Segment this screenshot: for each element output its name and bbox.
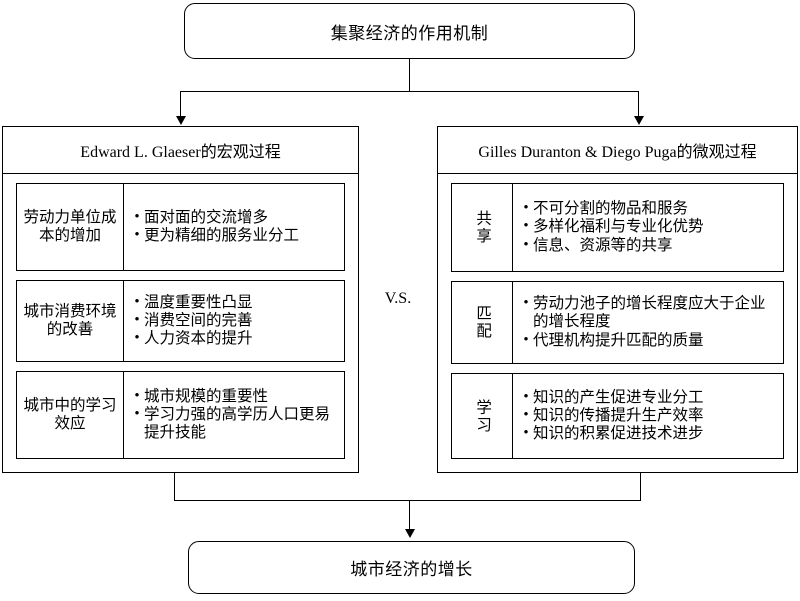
bullet-icon: •	[523, 218, 529, 235]
list-item-text: 多样化福利与专业化优势	[533, 218, 704, 236]
card-macro-1-label: 劳动力单位成本的增加	[17, 184, 124, 270]
title-box: 集聚经济的作用机制	[184, 3, 635, 59]
list-item: • 学习力强的高学历人口更易提升技能	[130, 406, 340, 442]
card-micro-3-items: • 知识的产生促进专业分工 • 知识的传播提升生产效率 • 知识的积累促进技术进…	[513, 374, 783, 458]
column-macro-header-label: Edward L. Glaeser的宏观过程	[80, 144, 281, 161]
card-macro-3-label: 城市中的学习效应	[17, 372, 124, 458]
card-micro-1-label: 共享	[452, 184, 513, 271]
list-item: • 人力资本的提升	[130, 330, 340, 348]
list-item: • 面对面的交流增多	[130, 209, 340, 227]
list-item-text: 信息、资源等的共享	[533, 236, 673, 254]
bullet-icon: •	[134, 208, 140, 225]
list-item-text: 面对面的交流增多	[144, 208, 269, 226]
card-macro-1-items: • 面对面的交流增多 • 更为精细的服务业分工	[124, 184, 344, 270]
list-item-text: 代理机构提升匹配的质量	[533, 331, 704, 349]
column-macro-header: Edward L. Glaeser的宏观过程	[3, 127, 358, 174]
list-item: • 知识的产生促进专业分工	[519, 389, 779, 407]
card-macro-2: 城市消费环境的改善 • 温度重要性凸显 • 消费空间的完善 • 人力资本的提升	[16, 280, 345, 362]
list-item-text: 城市规模的重要性	[144, 387, 269, 405]
card-macro-2-items: • 温度重要性凸显 • 消费空间的完善 • 人力资本的提升	[124, 281, 344, 361]
bullet-icon: •	[134, 293, 140, 310]
bullet-icon: •	[523, 295, 529, 312]
list-item-text: 更为精细的服务业分工	[144, 227, 300, 244]
list-item-text: 不可分割的物品和服务	[533, 200, 689, 218]
list-item: • 不可分割的物品和服务	[519, 200, 779, 218]
bullet-icon: •	[523, 200, 529, 217]
bullet-icon: •	[523, 388, 529, 405]
list-item: • 代理机构提升匹配的质量	[519, 332, 779, 350]
list-item: • 多样化福利与专业化优势	[519, 218, 779, 236]
column-macro-body: 劳动力单位成本的增加 • 面对面的交流增多 • 更为精细的服务业分工 城市消费环…	[3, 174, 358, 459]
column-micro-body: 共享 • 不可分割的物品和服务 • 多样化福利与专业化优势 • 信息、资源等的共…	[438, 174, 797, 459]
outcome-box-label: 城市经济的增长	[350, 560, 473, 579]
list-item-text: 劳动力池子的增长程度应大于企业的增长程度	[533, 295, 766, 331]
connector-top-stem	[409, 59, 411, 92]
card-micro-2: 匹配 • 劳动力池子的增长程度应大于企业的增长程度 • 代理机构提升匹配的质量	[451, 281, 784, 364]
card-micro-1: 共享 • 不可分割的物品和服务 • 多样化福利与专业化优势 • 信息、资源等的共…	[451, 183, 784, 272]
card-micro-2-items: • 劳动力池子的增长程度应大于企业的增长程度 • 代理机构提升匹配的质量	[513, 282, 783, 363]
connector-top-right-drop	[638, 91, 640, 117]
list-item: • 更为精细的服务业分工	[130, 227, 340, 245]
card-macro-1: 劳动力单位成本的增加 • 面对面的交流增多 • 更为精细的服务业分工	[16, 183, 345, 271]
bullet-icon: •	[134, 387, 140, 404]
card-micro-3-label: 学习	[452, 374, 513, 458]
list-item: • 消费空间的完善	[130, 312, 340, 330]
bullet-icon: •	[523, 425, 529, 442]
list-item: • 知识的积累促进技术进步	[519, 425, 779, 443]
list-item-text: 知识的产生促进专业分工	[533, 388, 704, 406]
list-item: • 劳动力池子的增长程度应大于企业的增长程度	[519, 295, 779, 331]
bullet-icon: •	[134, 311, 140, 328]
card-micro-2-label: 匹配	[452, 282, 513, 363]
bullet-icon: •	[523, 406, 529, 423]
list-item-text: 消费空间的完善	[144, 311, 253, 329]
card-macro-3: 城市中的学习效应 • 城市规模的重要性 • 学习力强的高学历人口更易提升技能	[16, 371, 345, 459]
list-item: • 信息、资源等的共享	[519, 237, 779, 255]
bullet-icon: •	[523, 236, 529, 253]
bullet-icon: •	[523, 331, 529, 348]
column-micro: Gilles Duranton & Diego Puga的微观过程 共享 • 不…	[437, 126, 798, 473]
bullet-icon: •	[134, 405, 140, 422]
list-item-text: 人力资本的提升	[144, 330, 253, 348]
title-box-label: 集聚经济的作用机制	[330, 23, 489, 43]
bullet-icon: •	[134, 330, 140, 347]
arrow-to-macro-column	[176, 116, 186, 125]
list-item: • 城市规模的重要性	[130, 388, 340, 406]
card-micro-3: 学习 • 知识的产生促进专业分工 • 知识的传播提升生产效率 • 知识的积累促进…	[451, 373, 784, 459]
card-micro-1-items: • 不可分割的物品和服务 • 多样化福利与专业化优势 • 信息、资源等的共享	[513, 184, 783, 271]
list-item: • 知识的传播提升生产效率	[519, 407, 779, 425]
connector-bottom-right-stub	[640, 473, 642, 501]
bullet-icon: •	[134, 227, 140, 243]
list-item: • 温度重要性凸显	[130, 294, 340, 312]
card-macro-3-items: • 城市规模的重要性 • 学习力强的高学历人口更易提升技能	[124, 372, 344, 458]
connector-top-crossbar	[180, 91, 639, 93]
card-macro-2-label: 城市消费环境的改善	[17, 281, 124, 361]
connector-bottom-crossbar	[174, 500, 641, 502]
connector-bottom-stem	[409, 500, 411, 531]
outcome-box: 城市经济的增长	[188, 541, 635, 594]
connector-bottom-left-stub	[174, 473, 176, 501]
connector-top-left-drop	[180, 91, 182, 117]
arrow-to-outcome	[405, 529, 415, 538]
list-item-text: 温度重要性凸显	[144, 293, 253, 311]
list-item-text: 知识的传播提升生产效率	[533, 406, 704, 424]
list-item-text: 知识的积累促进技术进步	[533, 425, 704, 443]
list-item-text: 学习力强的高学历人口更易提升技能	[144, 405, 331, 442]
comparator-label: V.S.	[384, 290, 412, 307]
column-macro: Edward L. Glaeser的宏观过程 劳动力单位成本的增加 • 面对面的…	[2, 126, 359, 473]
arrow-to-micro-column	[634, 116, 644, 125]
column-micro-header-label: Gilles Duranton & Diego Puga的微观过程	[478, 144, 757, 161]
column-micro-header: Gilles Duranton & Diego Puga的微观过程	[438, 127, 797, 174]
